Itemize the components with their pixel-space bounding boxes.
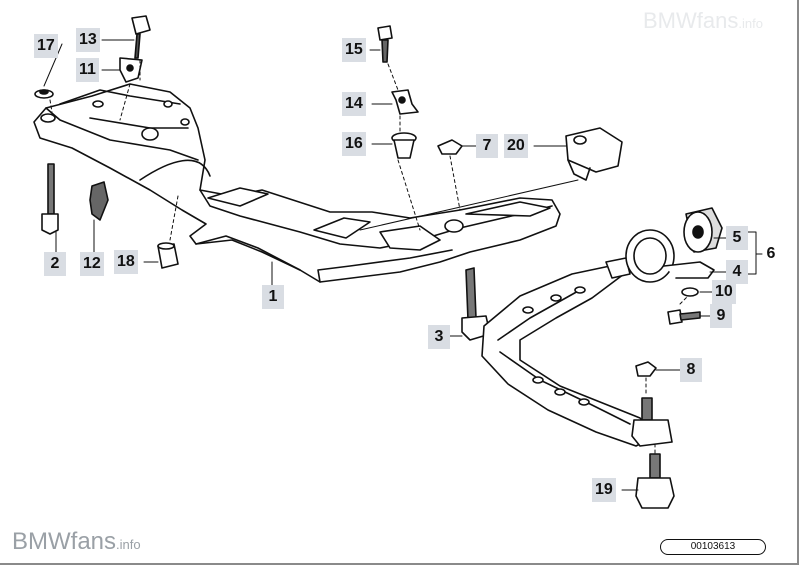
bolt-2 (41, 163, 59, 235)
callout-7: 7 (476, 134, 498, 158)
callout-19: 19 (592, 478, 616, 502)
ball-joint-19 (635, 453, 675, 509)
callout-15: 15 (342, 38, 366, 62)
watermark-suffix: .info (116, 537, 141, 552)
watermark-bottom: BMWfans.info (12, 528, 141, 556)
callout-18: 18 (114, 250, 138, 274)
callout-1: 1 (262, 285, 284, 309)
callout-6: 6 (766, 245, 776, 262)
callout-8: 8 (680, 358, 702, 382)
screw-13 (131, 15, 151, 59)
bolt-9 (667, 309, 701, 325)
callout-5: 5 (726, 226, 748, 250)
front-axle-carrier (33, 83, 561, 283)
callout-10: 10 (712, 280, 736, 304)
callout-4: 4 (726, 260, 748, 284)
control-arm (481, 257, 657, 447)
watermark-suffix: .info (738, 16, 763, 31)
callout-11: 11 (76, 58, 99, 82)
bushing-bracket-4 (625, 229, 715, 283)
stop-12 (89, 181, 109, 221)
callout-3: 3 (428, 325, 450, 349)
diagram-id-label: 00103613 (660, 539, 766, 555)
washer-10 (681, 287, 699, 297)
mount-20 (565, 127, 623, 181)
bushing-18 (157, 242, 179, 269)
watermark-brand: BMWfans (12, 528, 117, 555)
rubber-mount-5 (683, 207, 723, 253)
callout-17: 17 (34, 34, 58, 58)
callout-2: 2 (44, 252, 66, 276)
callout-16: 16 (342, 132, 366, 156)
ball-joint-3 (461, 267, 491, 341)
callout-13: 13 (76, 28, 100, 52)
callout-9: 9 (710, 304, 732, 328)
screw-15 (377, 25, 393, 63)
nut-16 (391, 132, 417, 159)
watermark-top: BMWfans.info (643, 8, 763, 34)
nut-7 (437, 139, 463, 155)
callout-14: 14 (342, 92, 366, 116)
callout-20: 20 (504, 134, 528, 158)
nut-8 (635, 361, 657, 377)
callout-12: 12 (80, 252, 104, 276)
watermark-brand: BMWfans (643, 8, 739, 33)
